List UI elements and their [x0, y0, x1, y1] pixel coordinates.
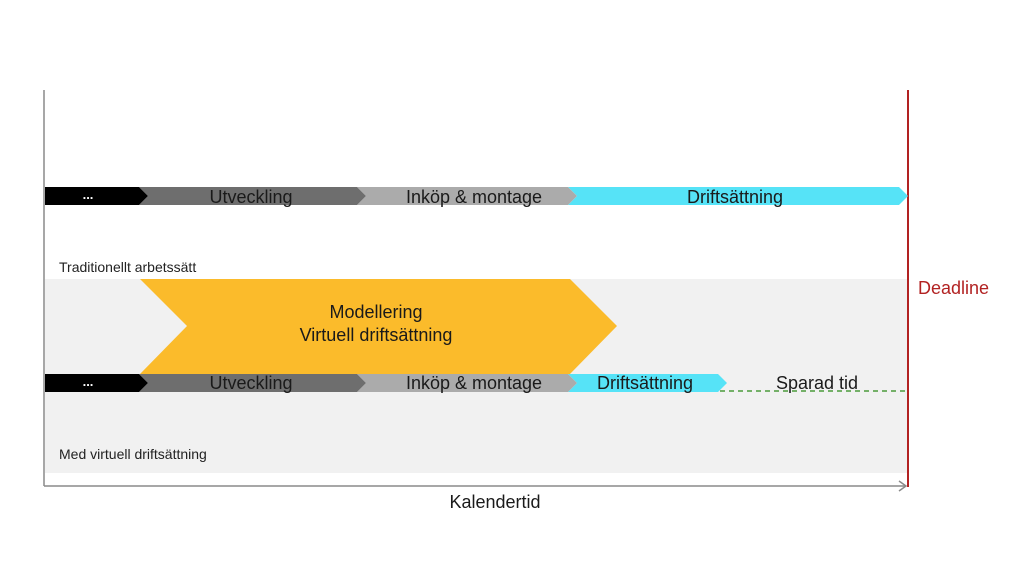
- deadline-label: Deadline: [918, 278, 989, 298]
- trad-development-arrow: [139, 187, 366, 205]
- virt-deployment-arrow: [568, 374, 727, 392]
- virt-purchase-label: Inköp & montage: [406, 373, 542, 393]
- trad-start-arrow: [45, 187, 148, 205]
- x-axis-arrowhead: [898, 480, 908, 492]
- saved-time-label: Sparad tid: [776, 373, 858, 393]
- trad-deployment-label: Driftsättning: [687, 187, 783, 207]
- trad-purchase-arrow: [357, 187, 577, 205]
- trad-purchase-label: Inköp & montage: [406, 187, 542, 207]
- virtual-row-label: Med virtuell driftsättning: [59, 446, 207, 462]
- virt-deployment-label: Driftsättning: [597, 373, 693, 393]
- traditional-row-label: Traditionellt arbetssätt: [59, 259, 196, 275]
- trad-deployment-arrow: [568, 187, 908, 205]
- trad-start-label: ...: [83, 187, 94, 202]
- virt-development-arrow: [139, 374, 366, 392]
- traditional-panel: [45, 90, 907, 279]
- virt-start-arrow: [45, 374, 148, 392]
- virt-start-label: ...: [83, 374, 94, 389]
- modeling-chevron: [140, 279, 617, 374]
- trad-development-label: Utveckling: [209, 187, 292, 207]
- virt-development-label: Utveckling: [209, 373, 292, 393]
- x-axis-label: Kalendertid: [449, 492, 540, 512]
- modeling-label-line1: Modellering: [329, 302, 422, 322]
- modeling-label-line2: Virtuell driftsättning: [300, 325, 453, 345]
- virt-purchase-arrow: [357, 374, 577, 392]
